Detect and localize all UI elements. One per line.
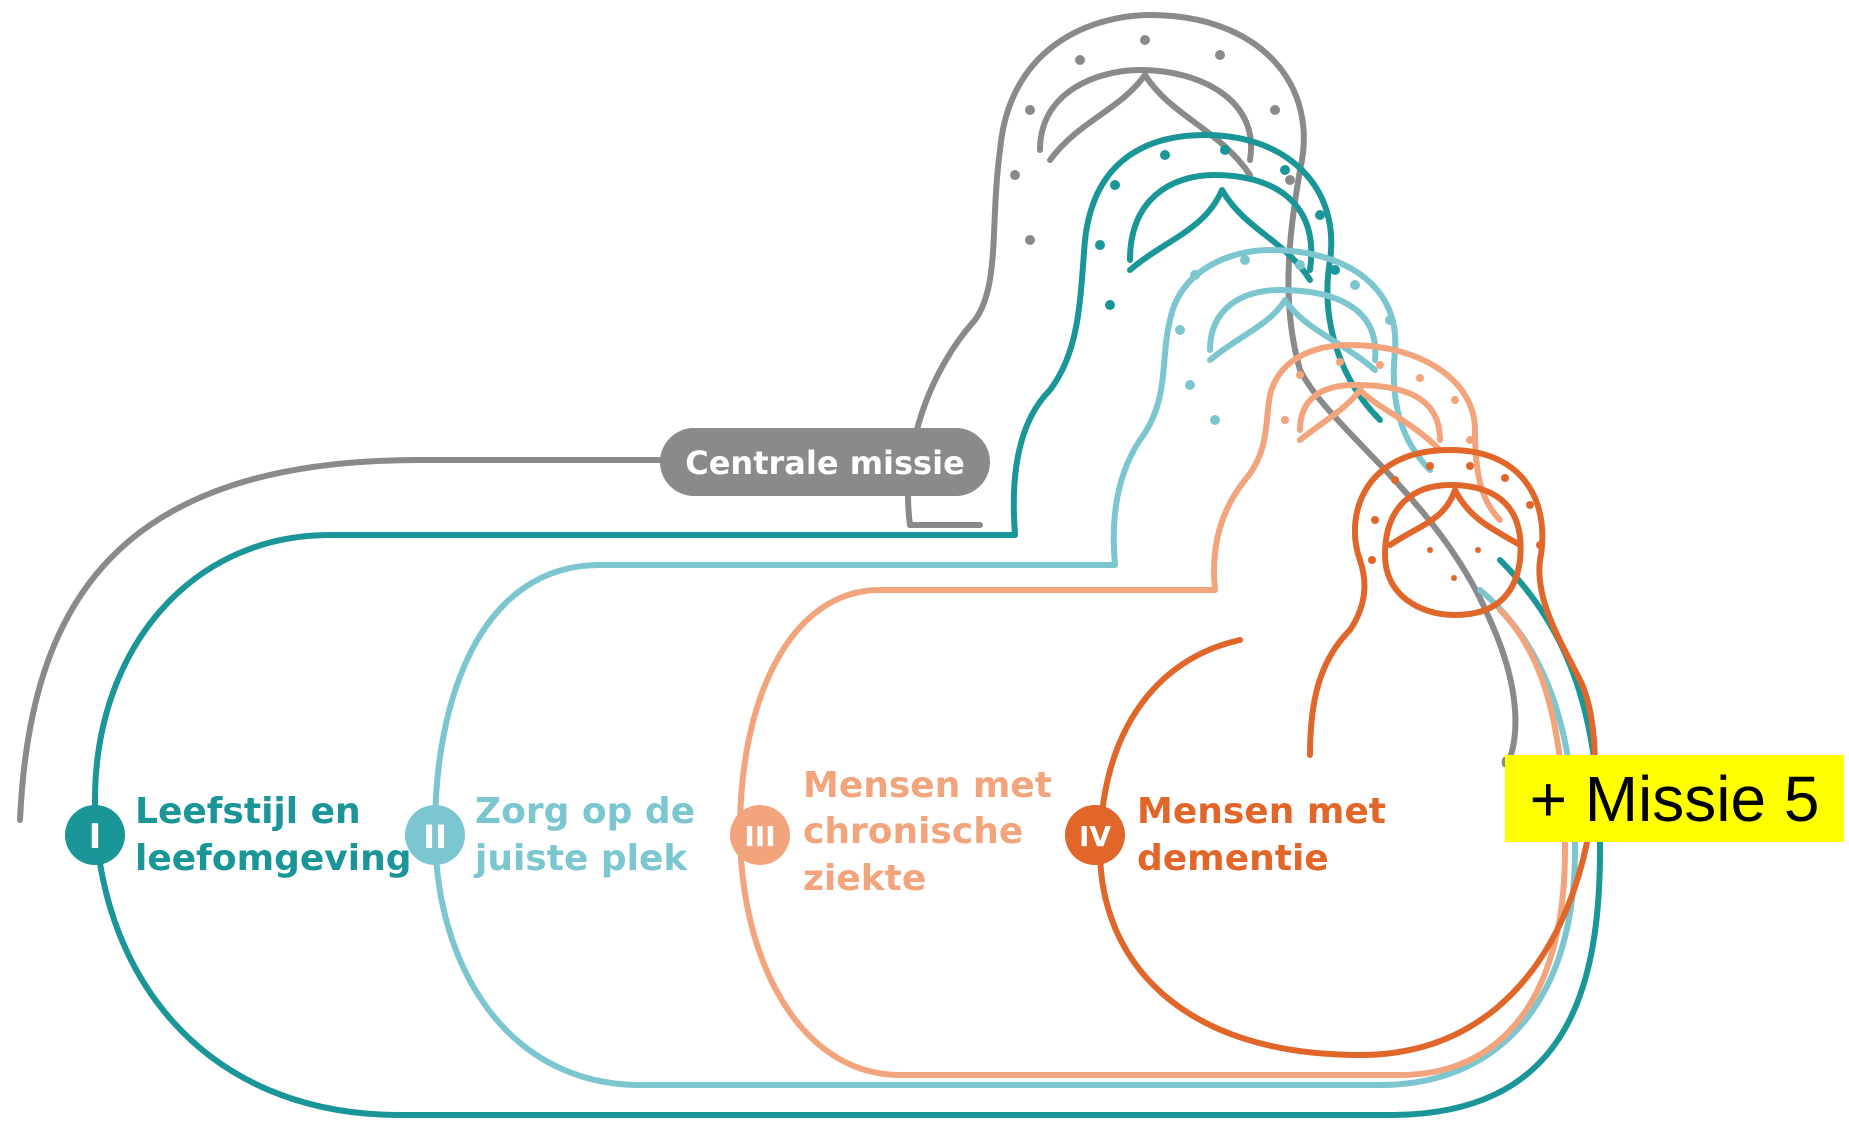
mission-1-label-line-2: leefomgeving [135, 838, 411, 879]
mission-4-label-line-2: dementie [1137, 838, 1329, 879]
mission-1-label-line-1: Leefstijl en [135, 791, 361, 832]
mission-3-label-line-3: ziekte [803, 858, 926, 899]
mission-1-numeral: I [89, 817, 102, 857]
mission-4-numeral: IV [1079, 820, 1111, 853]
central-mission-outline [20, 15, 1515, 820]
extra-mission-label: + Missie 5 [1530, 762, 1820, 836]
central-mission-badge: Centrale missie [660, 428, 990, 496]
central-mission-label: Centrale missie [685, 444, 965, 482]
extra-mission-highlight: + Missie 5 [1505, 755, 1844, 842]
mission-4: IV Mensen met dementie [1065, 791, 1386, 879]
mission-2-label-line-1: Zorg op de [475, 791, 695, 832]
mission-2-label-line-2: juiste plek [473, 838, 688, 879]
mission-3-label-line-2: chronische [803, 811, 1023, 852]
mission-2-numeral: II [423, 818, 447, 856]
central-doll-face-outline [1040, 70, 1251, 175]
mission-2-outline [435, 250, 1575, 1085]
mission-3-label-line-1: Mensen met [803, 765, 1052, 806]
mission-4-label-line-1: Mensen met [1137, 791, 1386, 832]
mission-1: I Leefstijl en leefomgeving [65, 791, 411, 879]
mission-1-outline [95, 135, 1600, 1115]
mission-3-doll-face-outline [1300, 385, 1440, 450]
mission-3: III Mensen met chronische ziekte [730, 765, 1052, 899]
mission-2: II Zorg op de juiste plek [405, 791, 695, 879]
mission-3-numeral: III [744, 820, 775, 853]
mission-1-doll-face-outline [1130, 175, 1311, 280]
